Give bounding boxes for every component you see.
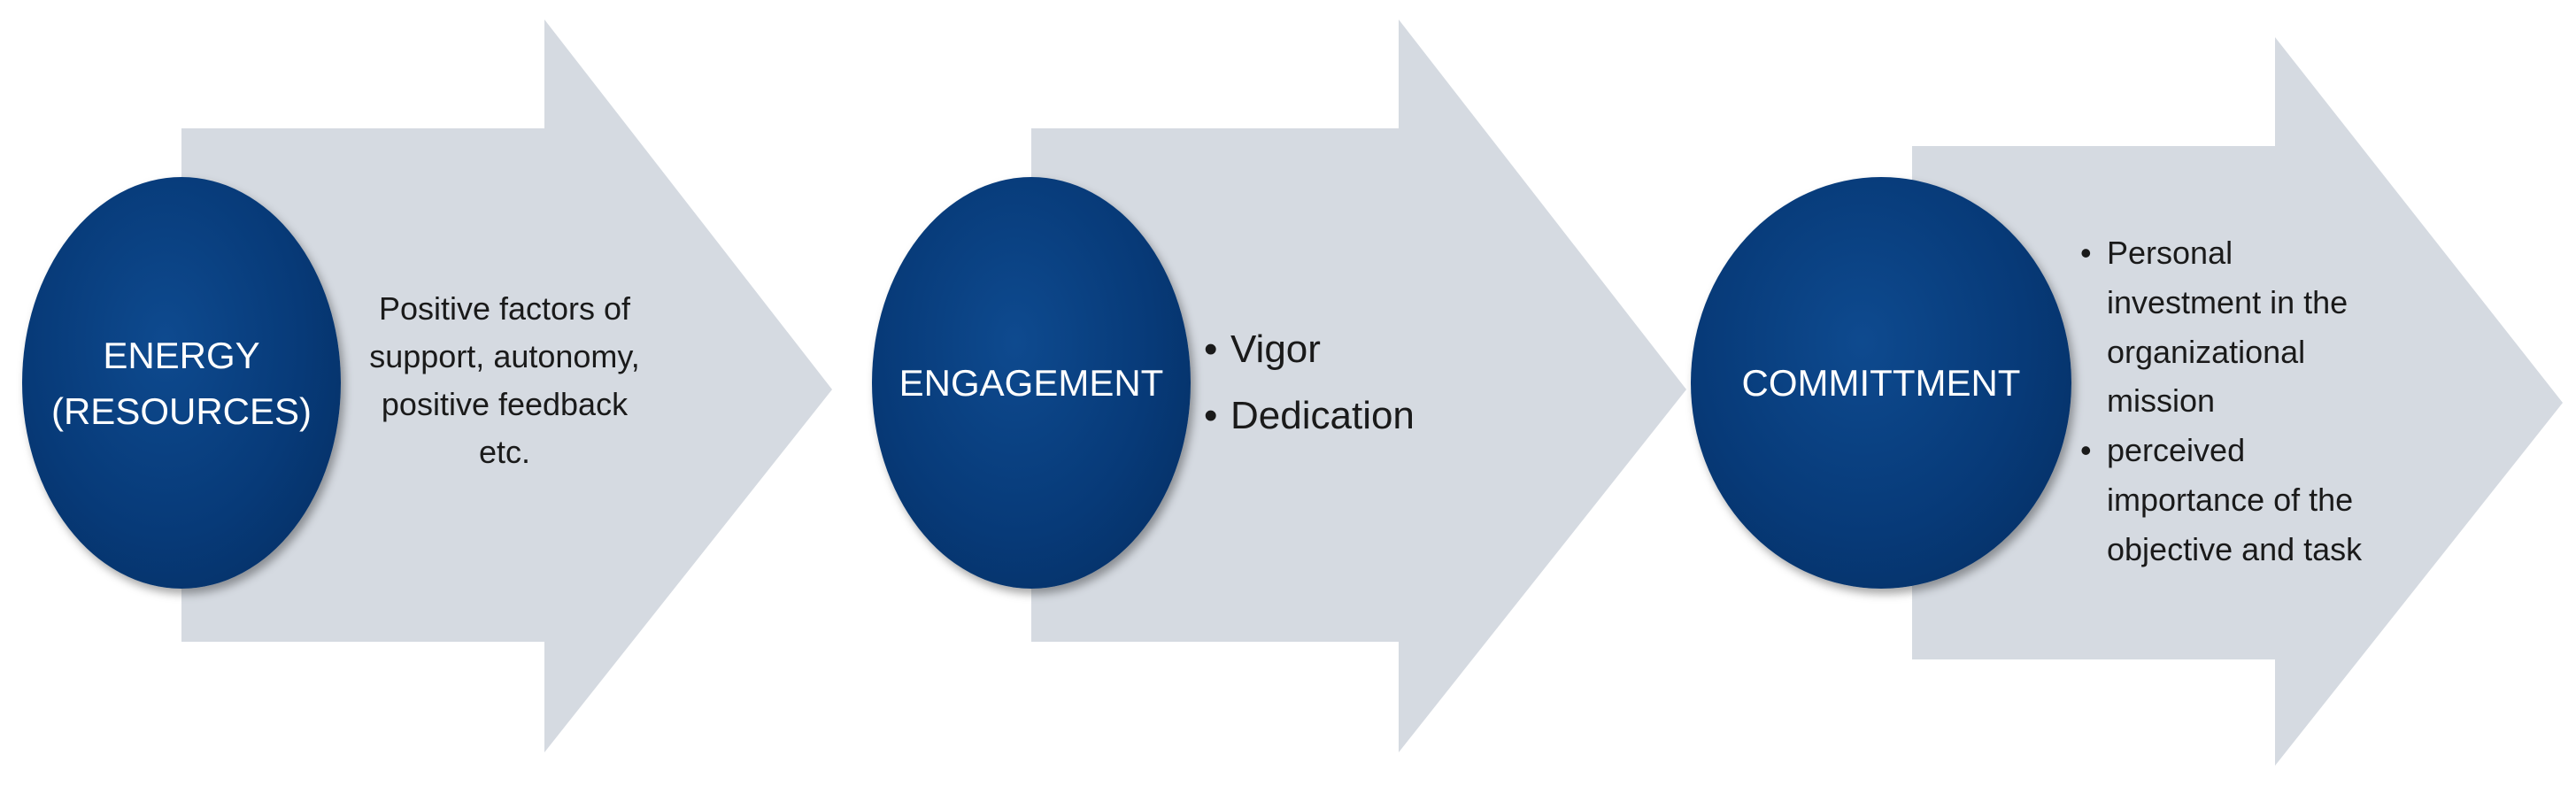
desc-line: positive feedback — [381, 386, 629, 422]
desc-line: Positive factors of — [378, 290, 631, 327]
circle-line: ENERGY — [103, 334, 260, 376]
commitment-circle: COMMITTMENT — [1691, 177, 2071, 589]
bullet-item: • Dedication — [1204, 383, 1469, 450]
engagement-bullets: • Vigor • Dedication — [1204, 317, 1469, 450]
circle-line: ENGAGEMENT — [899, 362, 1164, 404]
desc-line: support, autonomy, — [369, 338, 640, 374]
bullet-marker: • — [2080, 235, 2092, 271]
desc-line: etc. — [478, 434, 531, 470]
arrow-3 — [1912, 37, 2563, 766]
energy-description: Positive factors of support, autonomy, p… — [354, 285, 655, 476]
circle-line: (RESOURCES) — [50, 389, 312, 432]
bullet-item: • Personal investment in the organizatio… — [2080, 228, 2381, 426]
energy-circle: ENERGY (RESOURCES) — [22, 177, 341, 589]
engagement-circle: ENGAGEMENT — [872, 177, 1191, 589]
commitment-bullets: • Personal investment in the organizatio… — [2080, 228, 2381, 574]
bullet-marker: • — [2080, 432, 2092, 469]
bullet-marker: • — [1204, 393, 1218, 437]
arrow-1 — [181, 19, 832, 752]
circle-line: COMMITTMENT — [1741, 362, 2021, 404]
bullet-marker: • — [1204, 328, 1218, 371]
bullet-item: • perceived importance of the objective … — [2080, 426, 2381, 574]
bullet-item: • Vigor — [1204, 317, 1469, 383]
arrow-2 — [1031, 19, 1686, 752]
